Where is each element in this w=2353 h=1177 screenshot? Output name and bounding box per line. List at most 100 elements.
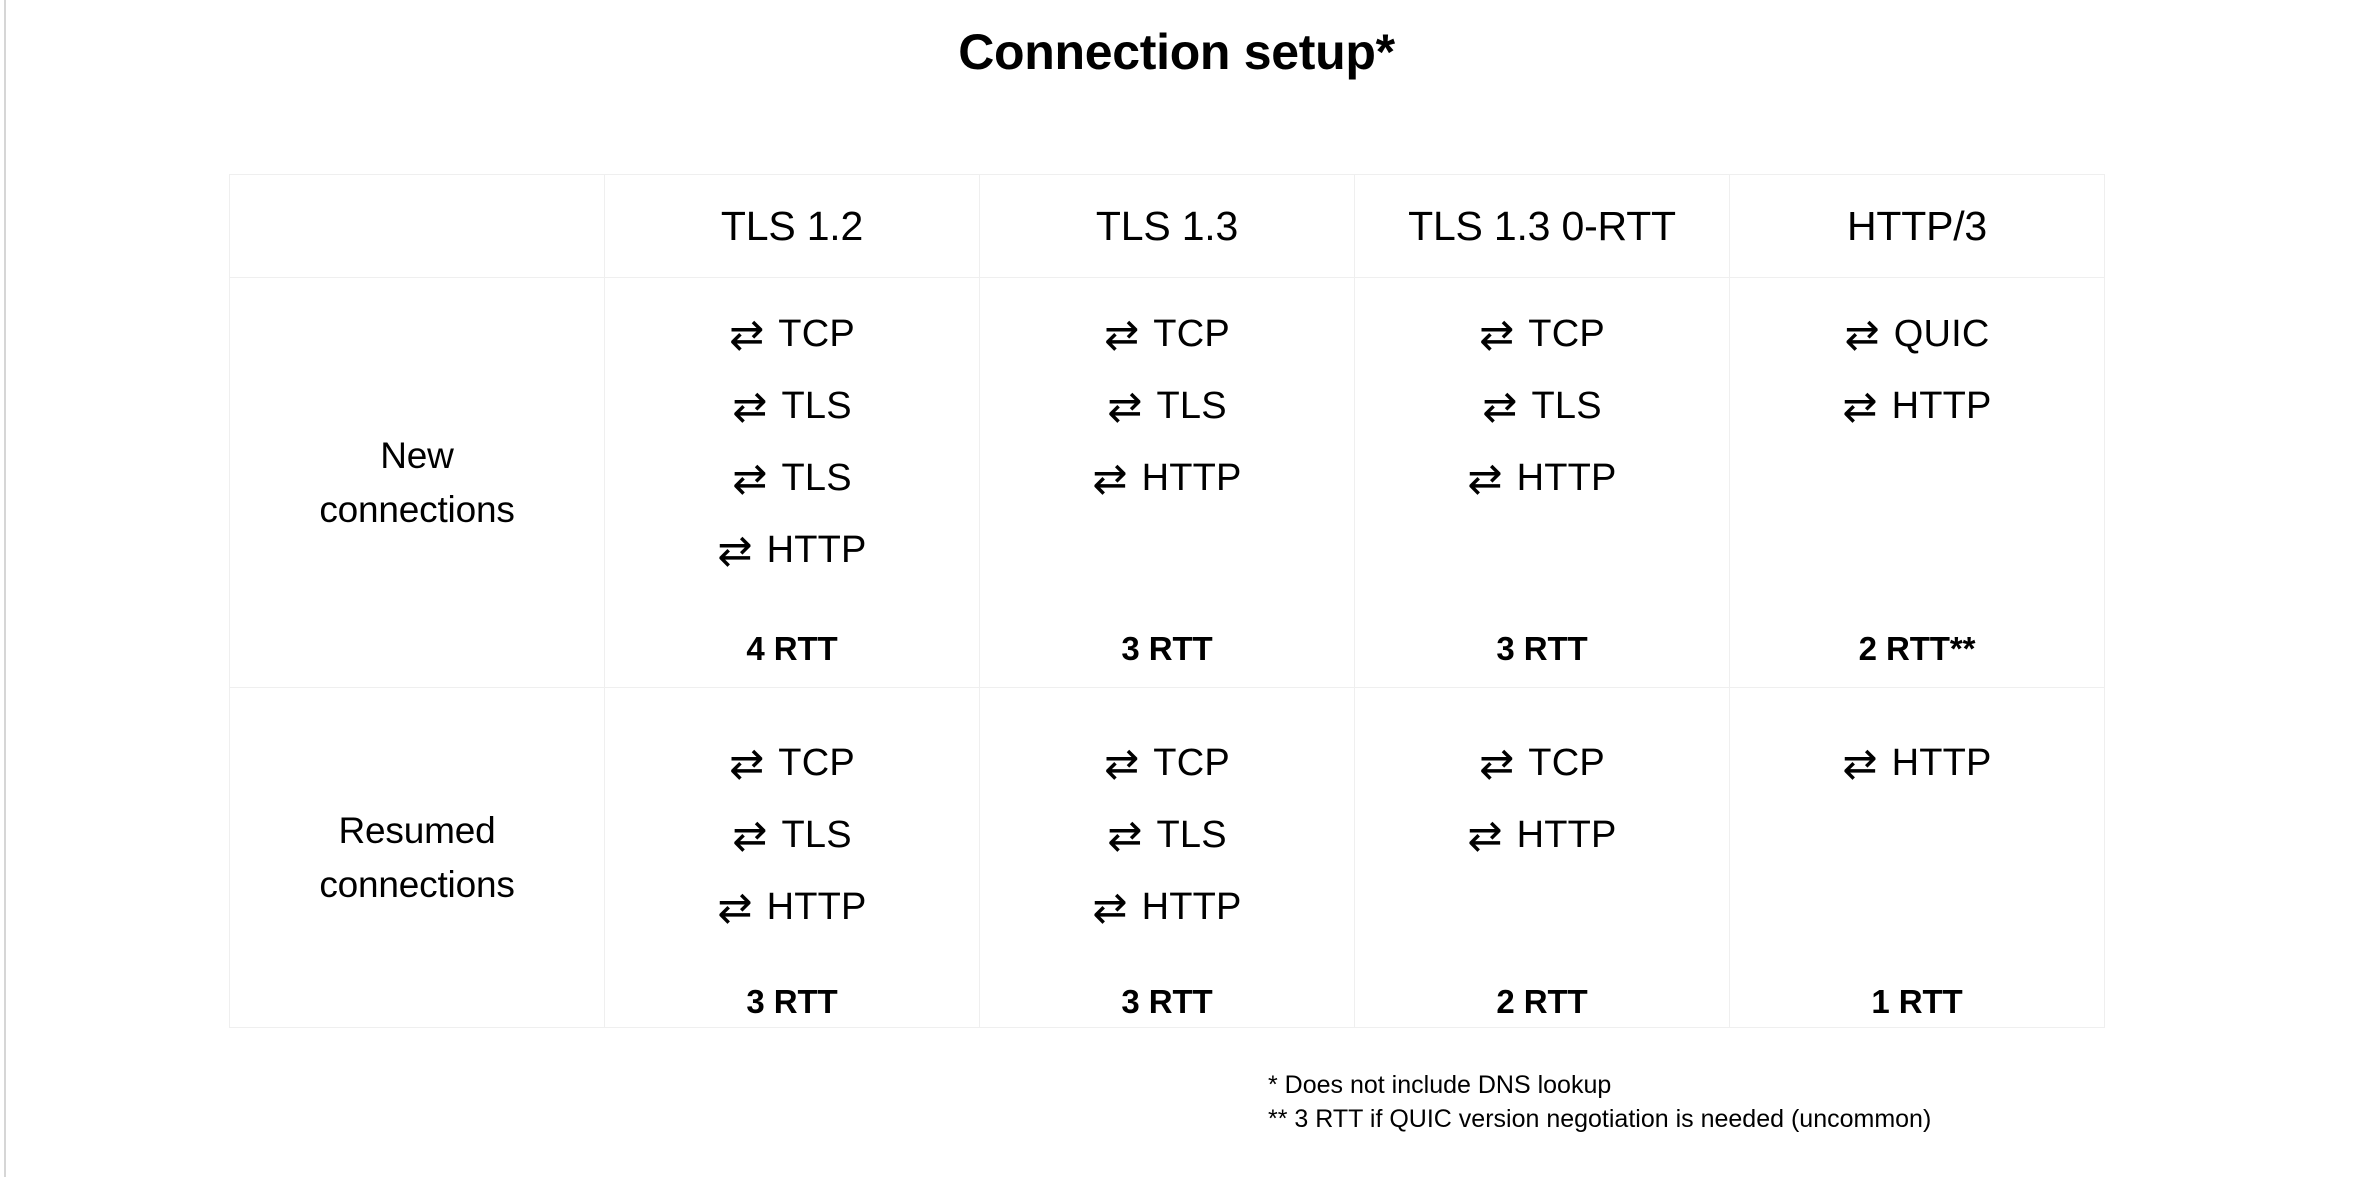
handshake-step-list: ⇄ TCP ⇄ HTTP [1355,727,1729,871]
cell-resumed-tls13-0rtt: ⇄ TCP ⇄ HTTP 2 RTT [1354,687,1730,1028]
rtt-total: 4 RTT [746,629,838,667]
bidirectional-roundtrip-arrow-icon: ⇄ [1107,810,1143,860]
column-header-tls12: TLS 1.2 [604,174,980,278]
handshake-step: ⇄ TLS [1482,370,1602,442]
protocol-label: HTTP [1891,384,1992,427]
handshake-step: ⇄ TLS [732,799,852,871]
bidirectional-roundtrip-arrow-icon: ⇄ [717,882,753,932]
connection-setup-table: TLS 1.2 TLS 1.3 TLS 1.3 0-RTT HTTP/3 New… [229,174,2105,1028]
protocol-label: TCP [1528,741,1605,784]
table-row-new-connections: New connections ⇄ TCP ⇄ TLS [229,277,2105,688]
handshake-step-list: ⇄ TCP ⇄ TLS ⇄ HTTP [980,727,1354,943]
handshake-step: ⇄ TLS [1107,370,1227,442]
handshake-step: ⇄ HTTP [1467,442,1616,514]
handshake-step: ⇄ QUIC [1844,298,1989,370]
protocol-label: TLS [1156,384,1227,427]
cell-new-tls13-0rtt: ⇄ TCP ⇄ TLS ⇄ HTTP 3 RTT [1354,277,1730,688]
rtt-total: 3 RTT [1121,629,1213,667]
footnotes-block: * Does not include DNS lookup ** 3 RTT i… [1268,1068,1931,1136]
protocol-label: HTTP [1516,456,1617,499]
protocol-label: HTTP [766,528,867,571]
row-label-line-1: Resumed [338,809,496,851]
protocol-label: TCP [778,312,855,355]
handshake-step: ⇄ TCP [729,727,855,799]
cell-new-tls12: ⇄ TCP ⇄ TLS ⇄ TLS ⇄ HTTP [604,277,980,688]
handshake-step: ⇄ TLS [732,442,852,514]
protocol-label: TLS [1531,384,1602,427]
bidirectional-roundtrip-arrow-icon: ⇄ [729,309,765,359]
row-label-line-2: connections [319,863,515,905]
page-title: Connection setup* [958,24,1395,80]
bidirectional-roundtrip-arrow-icon: ⇄ [1092,453,1128,503]
handshake-step: ⇄ HTTP [717,871,866,943]
column-header-tls13-0rtt: TLS 1.3 0-RTT [1354,174,1730,278]
bidirectional-roundtrip-arrow-icon: ⇄ [732,810,768,860]
bidirectional-roundtrip-arrow-icon: ⇄ [1104,309,1140,359]
handshake-step-list: ⇄ TCP ⇄ TLS ⇄ HTTP [1355,298,1729,514]
protocol-label: TLS [781,384,852,427]
rtt-total: 3 RTT [1121,982,1213,1020]
cell-resumed-http3: ⇄ HTTP 1 RTT [1729,687,2105,1028]
cell-new-tls13: ⇄ TCP ⇄ TLS ⇄ HTTP 3 RTT [979,277,1355,688]
protocol-label: TLS [781,813,852,856]
handshake-step: ⇄ HTTP [1842,727,1991,799]
protocol-label: HTTP [1141,456,1242,499]
cell-resumed-tls13: ⇄ TCP ⇄ TLS ⇄ HTTP 3 RTT [979,687,1355,1028]
protocol-label: TCP [1528,312,1605,355]
protocol-label: TCP [1153,312,1230,355]
protocol-label: TLS [1156,813,1227,856]
bidirectional-roundtrip-arrow-icon: ⇄ [1842,738,1878,788]
protocol-label: HTTP [766,885,867,928]
protocol-label: QUIC [1893,312,1990,355]
bidirectional-roundtrip-arrow-icon: ⇄ [1107,381,1143,431]
column-header-tls13: TLS 1.3 [979,174,1355,278]
rtt-total: 1 RTT [1871,982,1963,1020]
bidirectional-roundtrip-arrow-icon: ⇄ [1844,309,1880,359]
rtt-total: 3 RTT [1496,629,1588,667]
handshake-step: ⇄ HTTP [1467,799,1616,871]
row-label-line-2: connections [319,488,515,530]
protocol-label: HTTP [1516,813,1617,856]
rtt-total: 2 RTT [1496,982,1588,1020]
handshake-step-list: ⇄ QUIC ⇄ HTTP [1730,298,2104,442]
bidirectional-roundtrip-arrow-icon: ⇄ [1092,882,1128,932]
table-row-resumed-connections: Resumed connections ⇄ TCP ⇄ TLS [229,687,2105,1028]
protocol-label: HTTP [1891,741,1992,784]
handshake-step: ⇄ HTTP [717,514,866,586]
protocol-label: TCP [778,741,855,784]
handshake-step: ⇄ HTTP [1092,442,1241,514]
bidirectional-roundtrip-arrow-icon: ⇄ [1842,381,1878,431]
bidirectional-roundtrip-arrow-icon: ⇄ [1467,810,1503,860]
table-header-row: TLS 1.2 TLS 1.3 TLS 1.3 0-RTT HTTP/3 [229,174,2105,278]
cell-new-http3: ⇄ QUIC ⇄ HTTP 2 RTT** [1729,277,2105,688]
row-label-line-1: New [380,434,454,476]
slide-left-edge-rule [4,0,6,1177]
bidirectional-roundtrip-arrow-icon: ⇄ [1479,309,1515,359]
bidirectional-roundtrip-arrow-icon: ⇄ [1482,381,1518,431]
handshake-step-list: ⇄ TCP ⇄ TLS ⇄ HTTP [605,727,979,943]
protocol-label: TLS [781,456,852,499]
handshake-step: ⇄ TLS [732,370,852,442]
bidirectional-roundtrip-arrow-icon: ⇄ [1479,738,1515,788]
bidirectional-roundtrip-arrow-icon: ⇄ [732,453,768,503]
handshake-step-list: ⇄ TCP ⇄ TLS ⇄ TLS ⇄ HTTP [605,298,979,586]
bidirectional-roundtrip-arrow-icon: ⇄ [1467,453,1503,503]
footnote-quic-version-negotiation: ** 3 RTT if QUIC version negotiation is … [1268,1105,1932,1133]
row-label-new-connections: New connections [229,277,605,688]
rtt-total: 3 RTT [746,982,838,1020]
handshake-step: ⇄ TCP [1104,298,1230,370]
column-header-http3: HTTP/3 [1729,174,2105,278]
handshake-step: ⇄ TCP [1479,727,1605,799]
rtt-total: 2 RTT** [1858,629,1976,667]
table-corner-cell [229,174,605,278]
handshake-step: ⇄ TCP [1479,298,1605,370]
handshake-step: ⇄ HTTP [1842,370,1991,442]
protocol-label: TCP [1153,741,1230,784]
cell-resumed-tls12: ⇄ TCP ⇄ TLS ⇄ HTTP 3 RTT [604,687,980,1028]
bidirectional-roundtrip-arrow-icon: ⇄ [729,738,765,788]
handshake-step: ⇄ TCP [1104,727,1230,799]
protocol-label: HTTP [1141,885,1242,928]
bidirectional-roundtrip-arrow-icon: ⇄ [732,381,768,431]
bidirectional-roundtrip-arrow-icon: ⇄ [1104,738,1140,788]
